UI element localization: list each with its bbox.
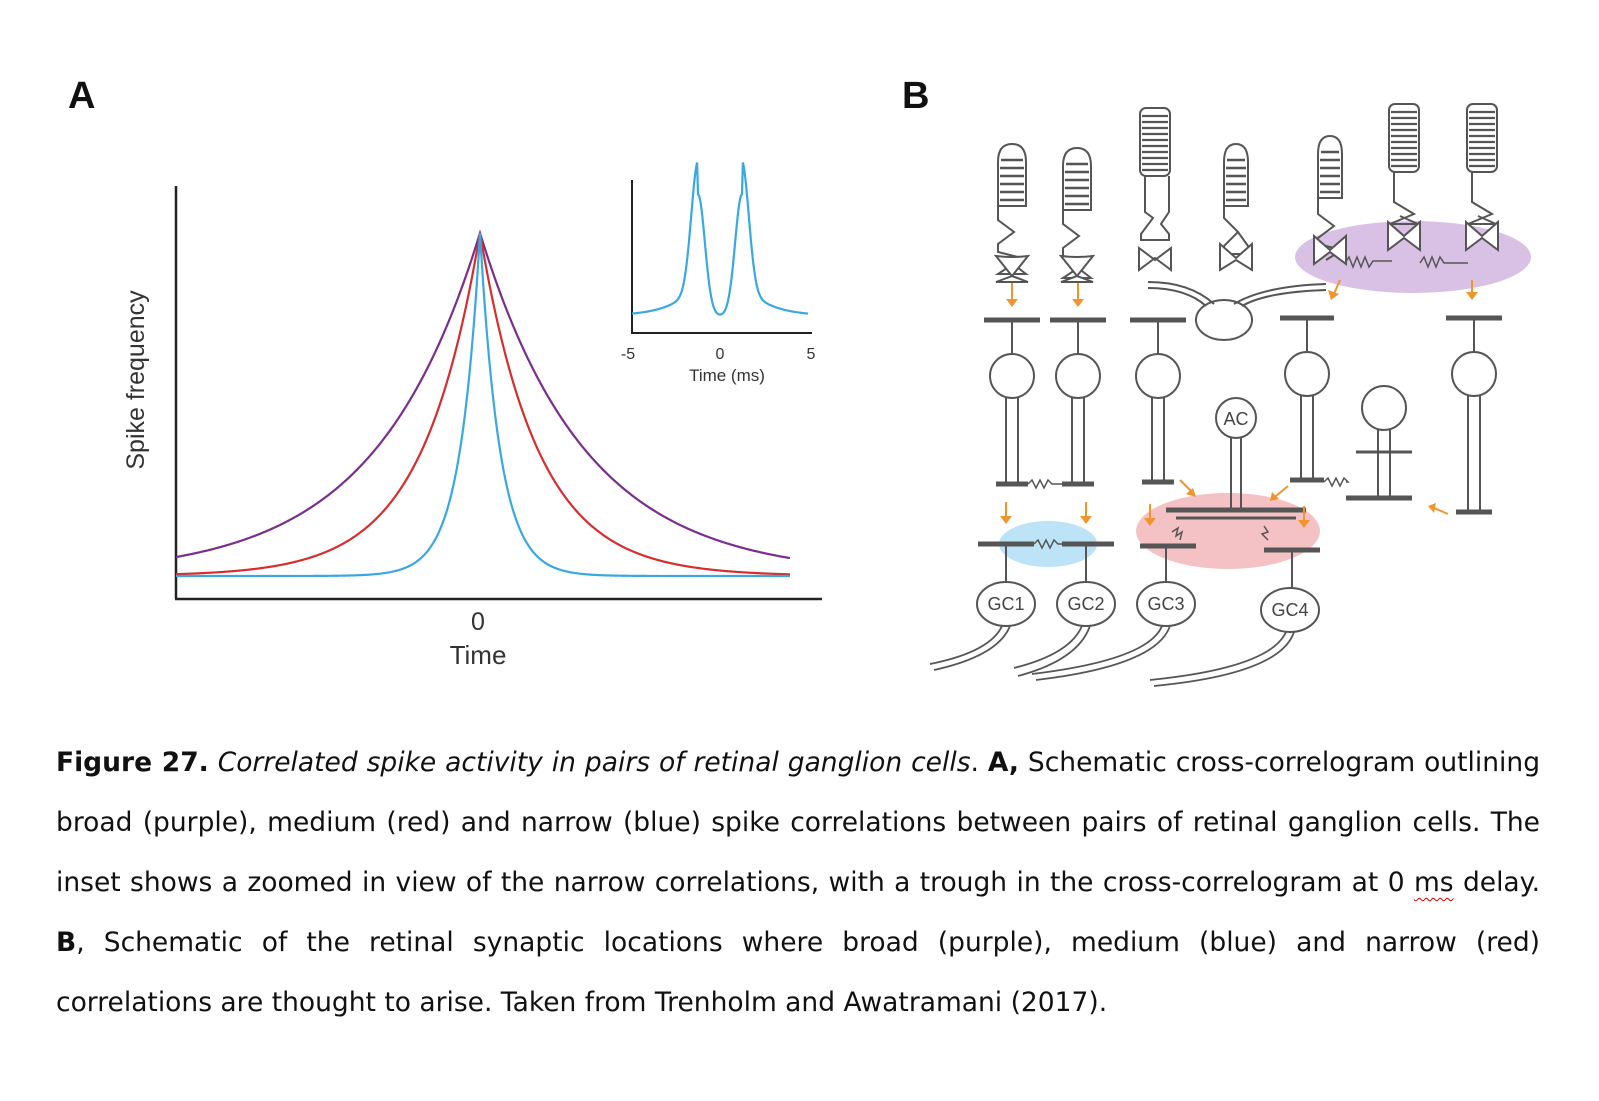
series-line-broad (175, 229, 791, 560)
ganglion-dendrites (978, 525, 1320, 590)
ac-amacrine-cell (1166, 397, 1306, 520)
bipolar-cell (1280, 315, 1334, 483)
gc1-cell (976, 581, 1036, 627)
inset-chart: -5 0 5 Time (ms) (621, 162, 816, 385)
panel-b-label: B (902, 75, 929, 117)
inset-tick-label: -5 (621, 346, 635, 363)
cone-photoreceptor (993, 142, 1031, 283)
retinal-circuit-diagram: AC GC1 GC2 GC3 GC4 (929, 103, 1531, 687)
y-axis-label: Spike frequency (122, 290, 150, 470)
signal-arrows (1000, 279, 1478, 528)
bipolar-cell (1446, 315, 1502, 515)
series-line-narrow (176, 232, 790, 578)
gc1-label: GC1 (987, 594, 1024, 614)
bipolar-cell (1130, 317, 1186, 485)
gap-junction (1027, 478, 1062, 490)
figure-number: Figure 27. (56, 747, 209, 778)
figure-caption: Figure 27. Correlated spike activity in … (56, 733, 1540, 1033)
caption-label-a: A, (987, 747, 1019, 778)
gap-junction (1323, 476, 1350, 488)
x-tick-label: 0 (471, 608, 485, 636)
bipolar-cell (1050, 317, 1106, 487)
cone-photoreceptor (1313, 134, 1347, 266)
caption-period: . (970, 747, 988, 778)
figure-title: Correlated spike activity in pairs of re… (217, 747, 971, 778)
gc2-cell (1056, 581, 1116, 627)
ac-label: AC (1223, 409, 1248, 429)
cone-photoreceptor (1058, 146, 1096, 283)
gc4-cell (1260, 587, 1320, 633)
gc4-label: GC4 (1271, 600, 1308, 620)
caption-unit-ms: ms (1413, 867, 1454, 898)
inset-tick-label: 0 (716, 346, 725, 363)
x-axis-label: Time (450, 640, 507, 670)
horizontal-cell (1147, 281, 1327, 341)
gc2-label: GC2 (1067, 594, 1104, 614)
series-line-medium (175, 232, 791, 576)
gap-junction (1419, 254, 1468, 270)
gc3-label: GC3 (1147, 594, 1184, 614)
amacrine-cell (1346, 385, 1412, 501)
rod-photoreceptor (1138, 107, 1172, 272)
cone-photoreceptor (1219, 142, 1253, 272)
panel-a-label: A (68, 75, 95, 117)
caption-text-b: , Schematic of the retinal synaptic loca… (56, 927, 1540, 1018)
inset-series-line (631, 162, 809, 316)
inset-tick-label: 5 (807, 346, 816, 363)
inset-x-axis-label: Time (ms) (689, 366, 765, 385)
caption-label-b: B (56, 927, 77, 958)
caption-text-a2: delay. (1453, 867, 1540, 898)
caption-text-a1: Schematic cross-correlogram outlining br… (56, 747, 1541, 898)
gc3-cell (1136, 581, 1196, 627)
gap-junction (1344, 254, 1392, 270)
rod-photoreceptor (1465, 103, 1499, 252)
figure-27: A 0 Time Spike frequency -5 0 5 Time (ms… (68, 75, 1531, 687)
bipolar-cell (984, 317, 1040, 487)
ganglion-axons (929, 625, 1295, 687)
rod-photoreceptor (1387, 103, 1421, 252)
cross-correlogram-chart: 0 Time Spike frequency (122, 186, 822, 670)
